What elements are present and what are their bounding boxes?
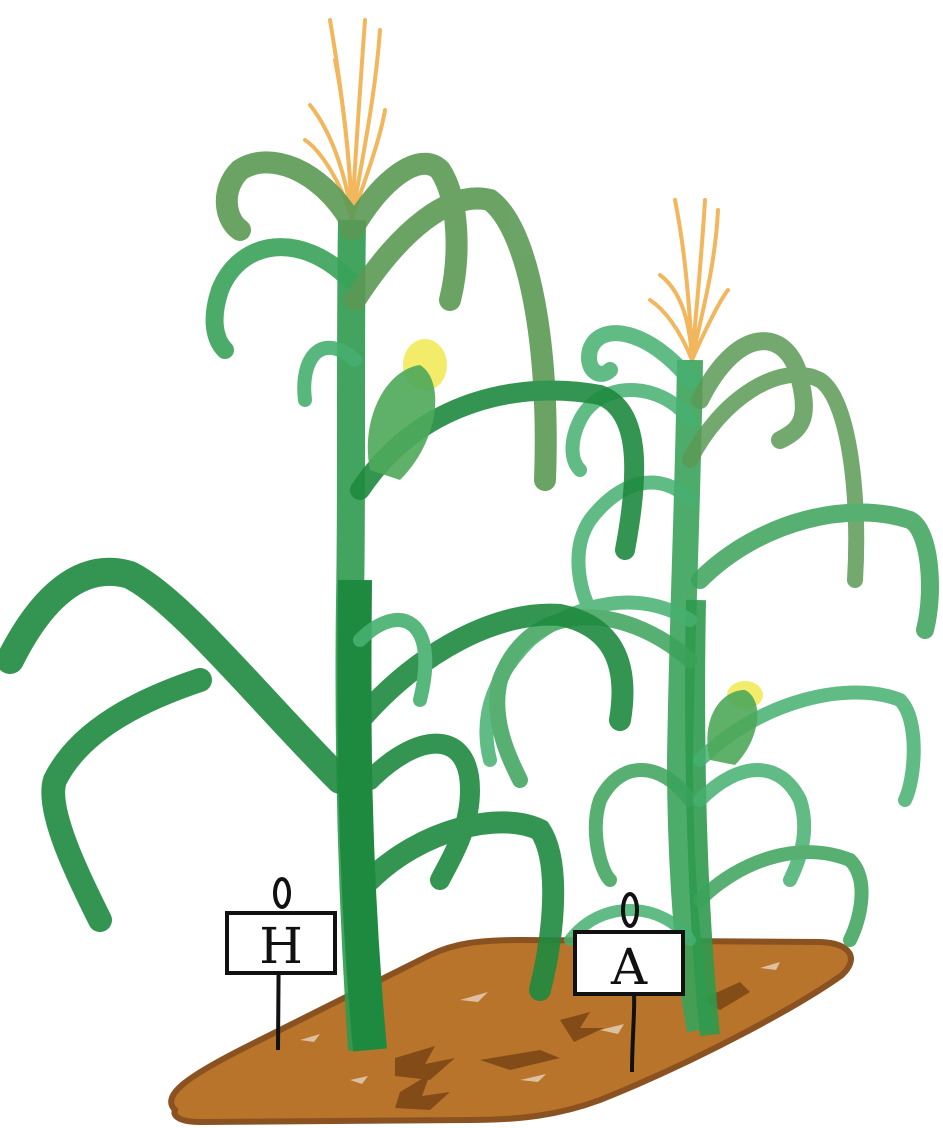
sign-h-text: H <box>259 917 303 975</box>
right-corn-plant <box>479 198 939 1037</box>
left-corn-plant <box>0 18 645 1052</box>
right-corn-cob-icon <box>707 681 763 765</box>
left-corn-cob-icon <box>367 339 447 480</box>
sign-a-text: A <box>610 938 648 996</box>
sign-a: A <box>573 892 685 1073</box>
right-tassel-icon <box>648 198 730 362</box>
sign-h: H <box>225 877 337 1051</box>
